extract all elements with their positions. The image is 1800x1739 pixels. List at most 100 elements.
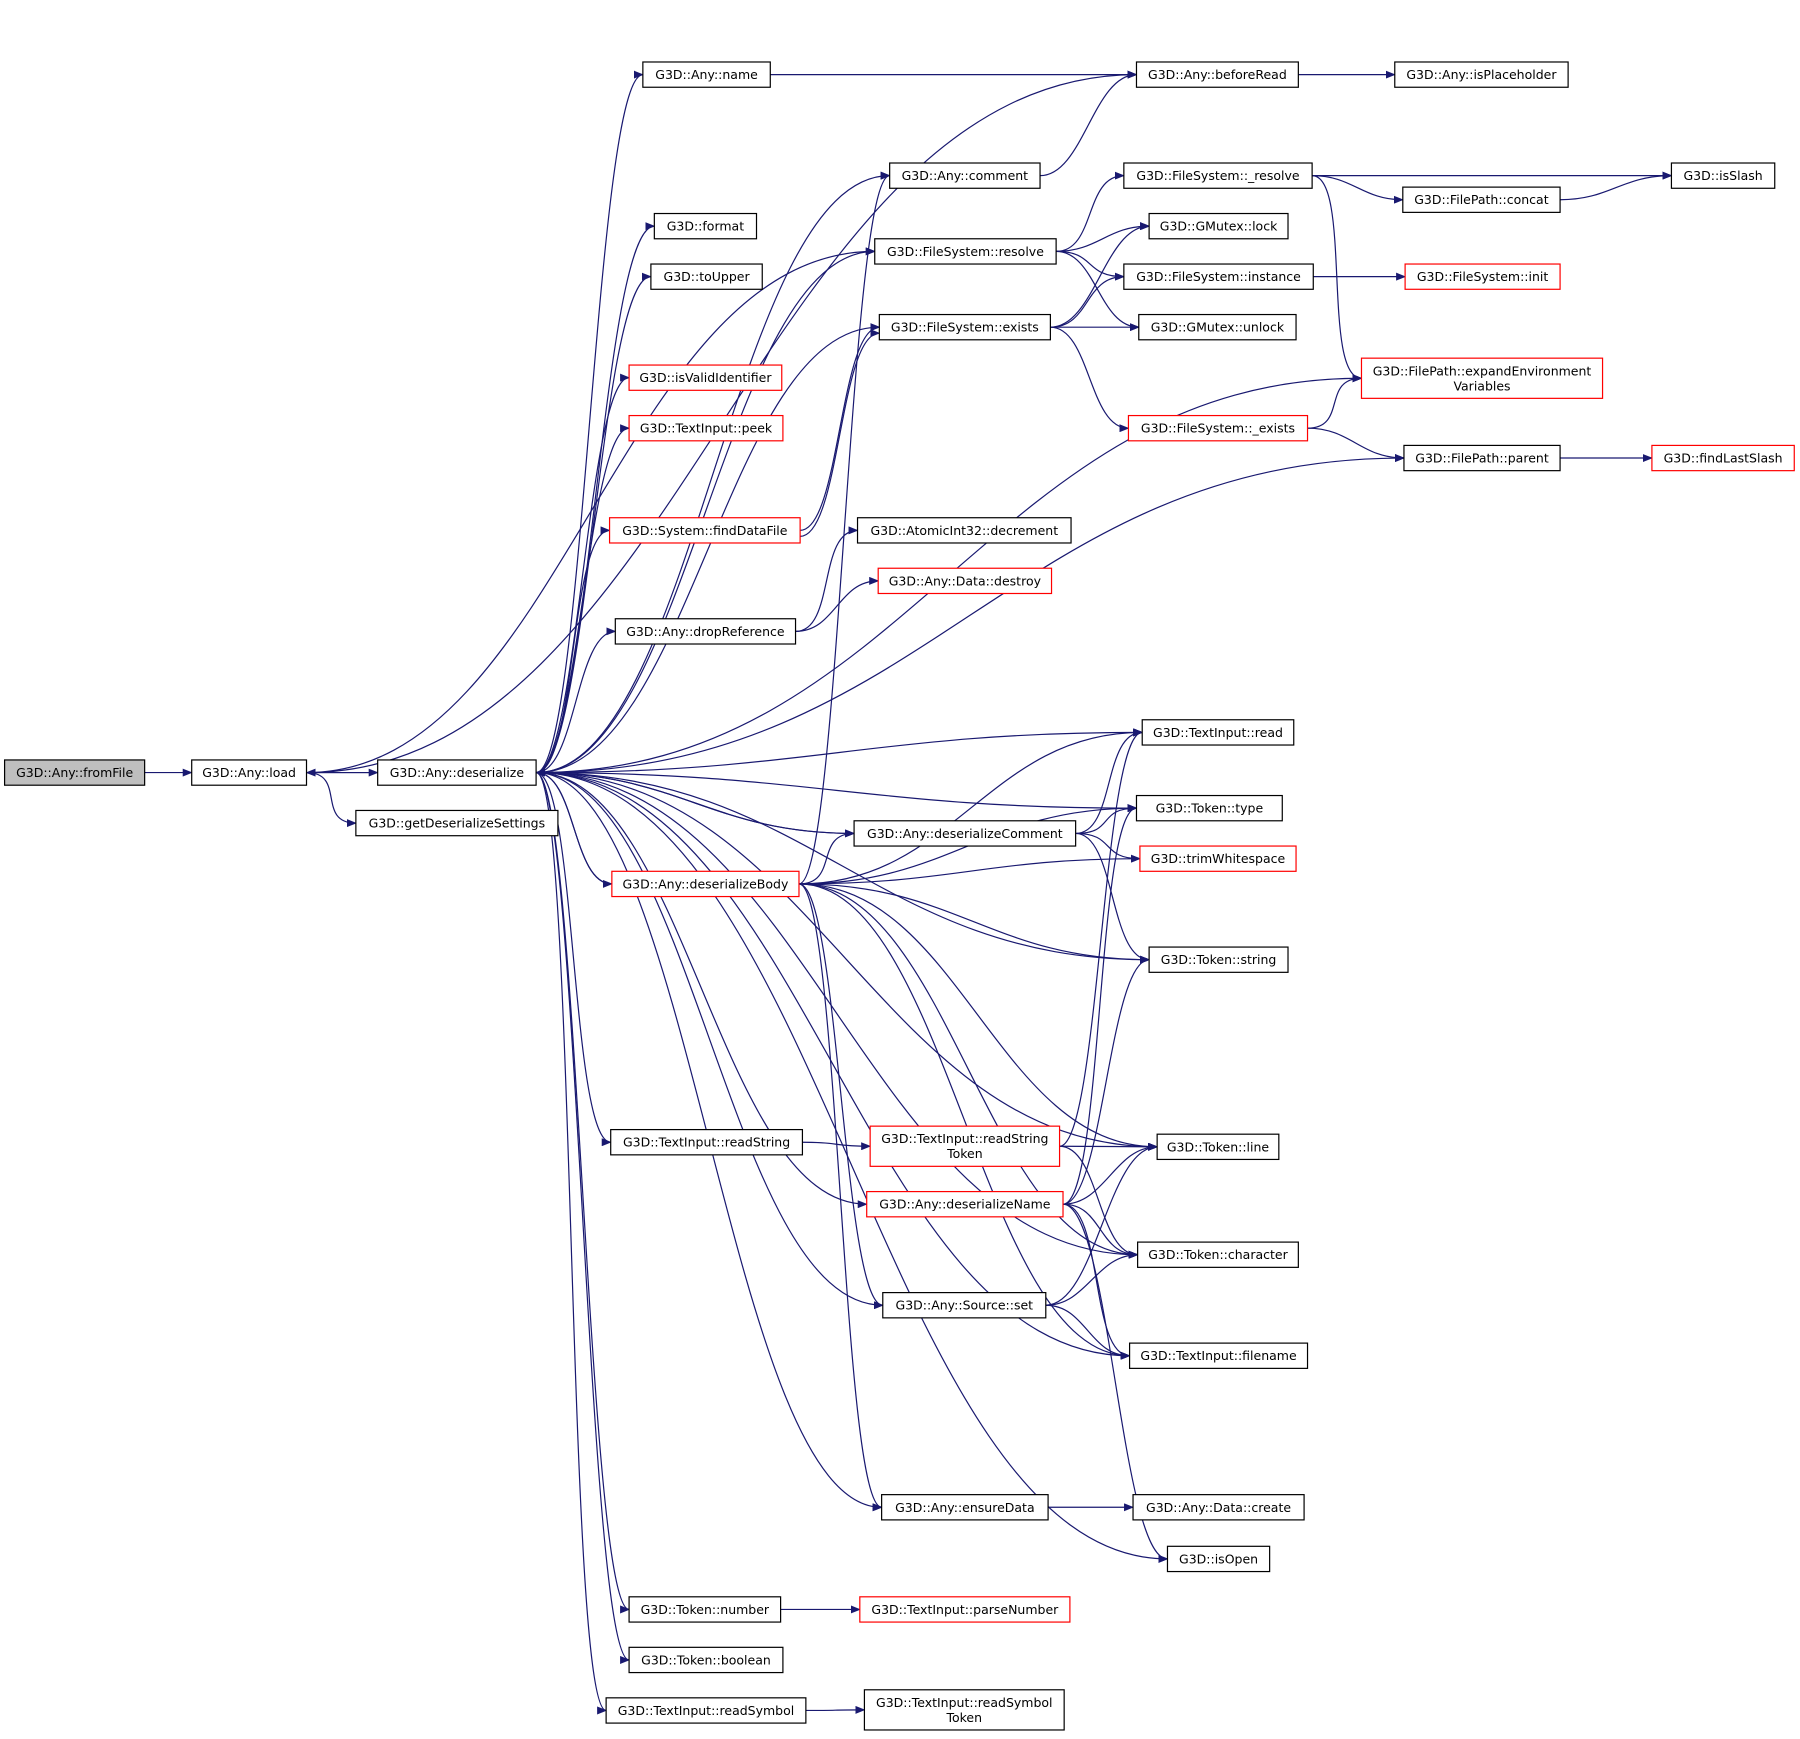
node-deserializeName[interactable]: G3D::Any::deserializeName	[866, 1190, 1064, 1218]
node-fromFile[interactable]: G3D::Any::fromFile	[3, 759, 146, 786]
node-ensureData[interactable]: G3D::Any::ensureData	[881, 1494, 1049, 1521]
node-label: G3D::isOpen	[1179, 1551, 1258, 1566]
node-label: G3D::isSlash	[1683, 168, 1762, 183]
node-box	[614, 618, 797, 645]
edge-fs_exists-to-lock	[1050, 222, 1151, 328]
edge-deserialize-to-tok_character	[536, 771, 1139, 1259]
node-unlock[interactable]: G3D::GMutex::unlock	[1138, 313, 1297, 341]
node-box	[605, 1697, 807, 1724]
node-box	[874, 238, 1057, 265]
node-tok_string[interactable]: G3D::Token::string	[1148, 946, 1289, 973]
node-fs_init[interactable]: G3D::FileSystem::init	[1404, 263, 1561, 290]
node-findDataFile[interactable]: G3D::System::findDataFile	[608, 517, 801, 544]
node-label: G3D::TextInput::read	[1153, 725, 1283, 740]
node-parseNumber[interactable]: G3D::TextInput::parseNumber	[859, 1596, 1071, 1623]
node-decrement[interactable]: G3D::AtomicInt32::decrement	[856, 517, 1072, 544]
node-label: G3D::Token::line	[1167, 1139, 1270, 1154]
node-label: G3D::Any::load	[202, 765, 296, 780]
edge-deserializeBody-to-trimWhitespace	[798, 854, 1141, 885]
node-toUpper[interactable]: G3D::toUpper	[650, 263, 763, 290]
edge-deserializeComment-to-ti_read	[1075, 728, 1144, 835]
node-tok_number[interactable]: G3D::Token::number	[628, 1596, 782, 1623]
node-box	[853, 820, 1077, 847]
node-expandEnv[interactable]: G3D::FilePath::expandEnvironmentVariable…	[1360, 357, 1604, 399]
node-tok_character[interactable]: G3D::Token::character	[1137, 1241, 1299, 1268]
node-comment[interactable]: G3D::Any::comment	[889, 162, 1041, 189]
edge-readStringToken-to-ti_read	[1059, 728, 1144, 1147]
node-instance[interactable]: G3D::FileSystem::instance	[1123, 263, 1314, 290]
node-tok_line[interactable]: G3D::Token::line	[1156, 1133, 1280, 1161]
node-box	[859, 1596, 1071, 1623]
node-peek[interactable]: G3D::TextInput::peek	[628, 414, 784, 442]
node-isSlash[interactable]: G3D::isSlash	[1670, 162, 1776, 189]
node-box	[355, 809, 559, 837]
edge-deserializeBody-to-deserialize	[535, 768, 612, 885]
node-beforeRead[interactable]: G3D::Any::beforeRead	[1135, 61, 1299, 88]
node-dropReference[interactable]: G3D::Any::dropReference	[614, 618, 797, 645]
node-box	[191, 759, 308, 786]
edge-deserialize-to-isValidIdentifier	[535, 373, 631, 774]
node-deserializeComment[interactable]: G3D::Any::deserializeComment	[853, 820, 1077, 847]
edge-deserializeBody-to-ti_filename	[798, 883, 1131, 1360]
node-tok_boolean[interactable]: G3D::Token::boolean	[628, 1646, 784, 1674]
edge-deserializeComment-to-trimWhitespace	[1075, 832, 1141, 863]
edge-fs_exists_-to-parent	[1307, 427, 1405, 463]
node-parent[interactable]: G3D::FilePath::parent	[1403, 444, 1561, 472]
node-label: G3D::Token::number	[641, 1602, 770, 1617]
node-fs_exists[interactable]: G3D::FileSystem::exists	[878, 313, 1051, 341]
node-box	[1394, 61, 1569, 88]
edge-deserialize-to-tok_string	[536, 771, 1151, 964]
node-label: Token	[946, 1146, 983, 1161]
node-box	[1135, 794, 1283, 822]
node-fs_exists_[interactable]: G3D::FileSystem::_exists	[1127, 414, 1309, 442]
node-load[interactable]: G3D::Any::load	[191, 759, 308, 786]
node-label: G3D::FilePath::parent	[1415, 451, 1549, 466]
node-getDeserializeSettings[interactable]: G3D::getDeserializeSettings	[355, 809, 559, 837]
node-label: G3D::Any::isPlaceholder	[1406, 67, 1557, 82]
node-label: G3D::Token::string	[1161, 952, 1277, 967]
node-deserialize[interactable]: G3D::Any::deserialize	[377, 759, 537, 786]
node-format[interactable]: G3D::format	[653, 212, 758, 240]
node-fs_resolve_[interactable]: G3D::FileSystem::_resolve	[1123, 162, 1313, 189]
node-data_create[interactable]: G3D::Any::Data::create	[1132, 1494, 1305, 1521]
node-source_set[interactable]: G3D::Any::Source::set	[882, 1292, 1047, 1319]
node-readSymbol[interactable]: G3D::TextInput::readSymbol	[605, 1697, 807, 1724]
node-box	[1360, 357, 1604, 399]
node-box	[628, 364, 783, 391]
node-deserializeBody[interactable]: G3D::Any::deserializeBody	[611, 870, 800, 898]
edge-readString-to-readStringToken	[802, 1141, 872, 1151]
edge-source_set-to-tok_character	[1045, 1250, 1139, 1306]
node-box	[882, 1292, 1047, 1319]
node-isValidIdentifier[interactable]: G3D::isValidIdentifier	[628, 364, 783, 391]
node-label: G3D::FileSystem::_exists	[1141, 421, 1295, 436]
node-label: G3D::Any::Data::create	[1146, 1500, 1291, 1515]
node-label: G3D::Token::type	[1156, 801, 1264, 816]
node-destroy[interactable]: G3D::Any::Data::destroy	[877, 567, 1053, 595]
node-ti_read[interactable]: G3D::TextInput::read	[1141, 719, 1295, 746]
node-box	[889, 162, 1041, 189]
node-lock[interactable]: G3D::GMutex::lock	[1148, 212, 1289, 240]
node-name[interactable]: G3D::Any::name	[642, 61, 771, 88]
node-tok_type[interactable]: G3D::Token::type	[1135, 794, 1283, 822]
node-readString[interactable]: G3D::TextInput::readString	[610, 1128, 804, 1156]
node-findLastSlash[interactable]: G3D::findLastSlash	[1651, 444, 1795, 472]
node-box	[869, 1125, 1061, 1167]
edge-deserializeBody-to-ensureData	[798, 883, 883, 1512]
edge-deserialize-to-isOpen	[536, 771, 1169, 1563]
node-box	[628, 1596, 782, 1623]
node-isPlaceholder[interactable]: G3D::Any::isPlaceholder	[1394, 61, 1569, 88]
node-ti_filename[interactable]: G3D::TextInput::filename	[1128, 1342, 1309, 1369]
edge-deserialize-to-name	[535, 70, 644, 774]
edge-deserialize-to-tok_number	[535, 771, 631, 1614]
node-label: G3D::trimWhitespace	[1151, 851, 1286, 866]
node-isOpen[interactable]: G3D::isOpen	[1166, 1545, 1271, 1573]
node-fs_resolve[interactable]: G3D::FileSystem::resolve	[874, 238, 1057, 265]
node-trimWhitespace[interactable]: G3D::trimWhitespace	[1139, 845, 1297, 872]
node-concat[interactable]: G3D::FilePath::concat	[1402, 186, 1561, 213]
node-label: G3D::isValidIdentifier	[639, 370, 772, 385]
node-box	[628, 414, 784, 442]
node-label: G3D::Any::fromFile	[16, 765, 133, 780]
edge-fs_exists_-to-expandEnv	[1307, 374, 1363, 429]
